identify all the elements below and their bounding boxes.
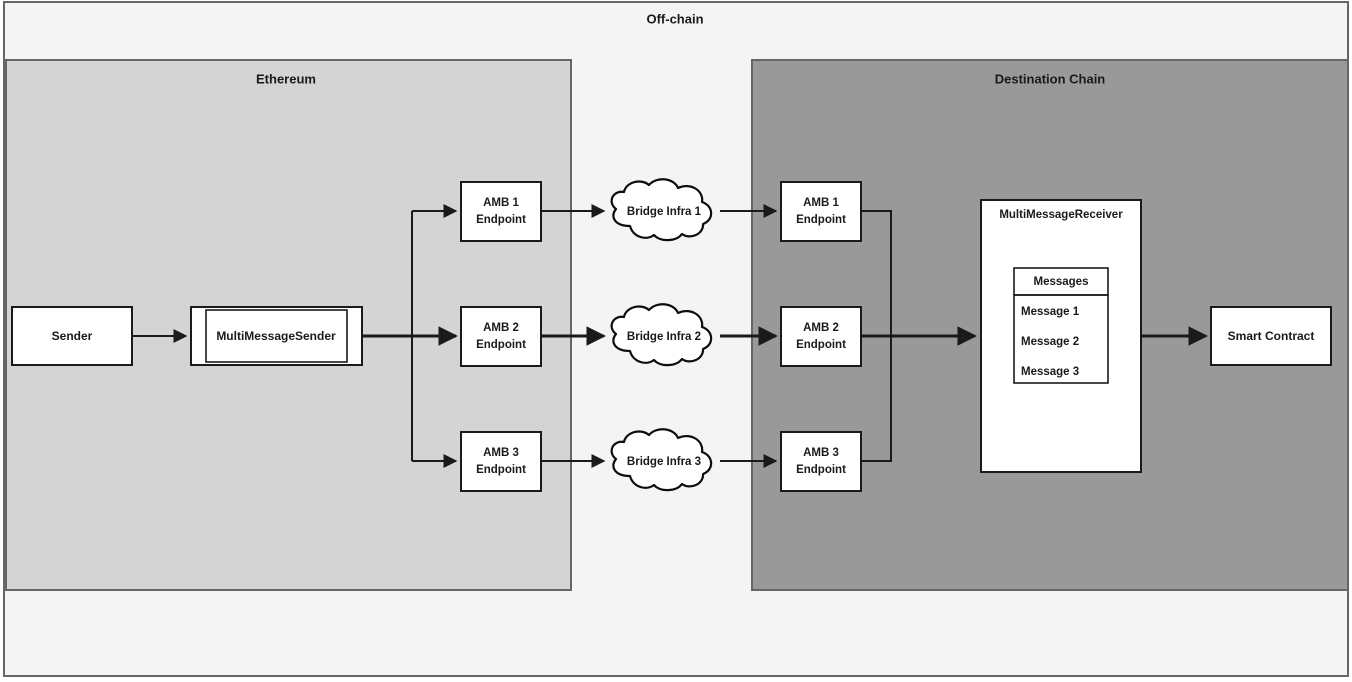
node-multimessagereceiver[interactable] [980,199,1142,473]
node-amb-2-endpoint-dst-line1: AMB 2 [803,322,839,334]
messages-table-header-label: Messages [1034,276,1089,288]
node-amb-1-endpoint-src-line1: AMB 1 [483,197,519,209]
node-amb-3-endpoint-src[interactable] [460,431,542,492]
cloud-bridge-infra-2-shape [610,303,713,367]
node-smart-contract[interactable] [1210,306,1332,366]
ethereum-zone-title: Ethereum [256,71,316,86]
node-multimessagesender[interactable] [190,306,363,366]
node-amb-1-endpoint-dst-line2: Endpoint [796,214,846,226]
cloud-bridge-infra-3-shape [610,428,713,492]
messages-table-row-1: Message 2 [1021,336,1079,348]
destination-chain-zone-title: Destination Chain [995,71,1106,86]
cloud-bridge-infra-1[interactable]: Bridge Infra 1 [610,178,713,242]
messages-table-body [1013,294,1109,384]
node-smart-contract-label: Smart Contract [1228,329,1315,343]
cloud-bridge-infra-3-label: Bridge Infra 3 [627,456,701,468]
cloud-bridge-infra-1-shape [610,178,713,242]
node-multimessagereceiver-label: MultiMessageReceiver [999,209,1123,221]
node-amb-1-endpoint-src-line2: Endpoint [476,214,526,226]
node-sender-label: Sender [52,329,93,343]
node-amb-2-endpoint-src[interactable] [460,306,542,367]
node-amb-2-endpoint-dst[interactable] [780,306,862,367]
node-multimessagesender-label: MultiMessageSender [216,329,336,343]
node-amb-3-endpoint-src-line2: Endpoint [476,464,526,476]
messages-table-row-0: Message 1 [1021,306,1080,318]
cloud-bridge-infra-2[interactable]: Bridge Infra 2 [610,303,713,367]
cloud-bridge-infra-3[interactable]: Bridge Infra 3 [610,428,713,492]
node-amb-1-endpoint-src[interactable] [460,181,542,242]
node-amb-3-endpoint-dst[interactable] [780,431,862,492]
node-amb-3-endpoint-dst-line1: AMB 3 [803,447,839,459]
cloud-bridge-infra-2-label: Bridge Infra 2 [627,331,701,343]
cloud-bridge-infra-1-label: Bridge Infra 1 [627,206,702,218]
node-amb-2-endpoint-src-line1: AMB 2 [483,322,519,334]
offchain-title: Off-chain [646,11,703,26]
node-amb-3-endpoint-src-line1: AMB 3 [483,447,519,459]
node-sender[interactable] [11,306,133,366]
messages-table-row-2: Message 3 [1021,366,1079,378]
node-amb-2-endpoint-dst-line2: Endpoint [796,339,846,351]
node-amb-1-endpoint-dst[interactable] [780,181,862,242]
node-amb-1-endpoint-dst-line1: AMB 1 [803,197,839,209]
node-amb-3-endpoint-dst-line2: Endpoint [796,464,846,476]
node-multimessagesender-inner [205,309,348,363]
node-amb-2-endpoint-src-line2: Endpoint [476,339,526,351]
